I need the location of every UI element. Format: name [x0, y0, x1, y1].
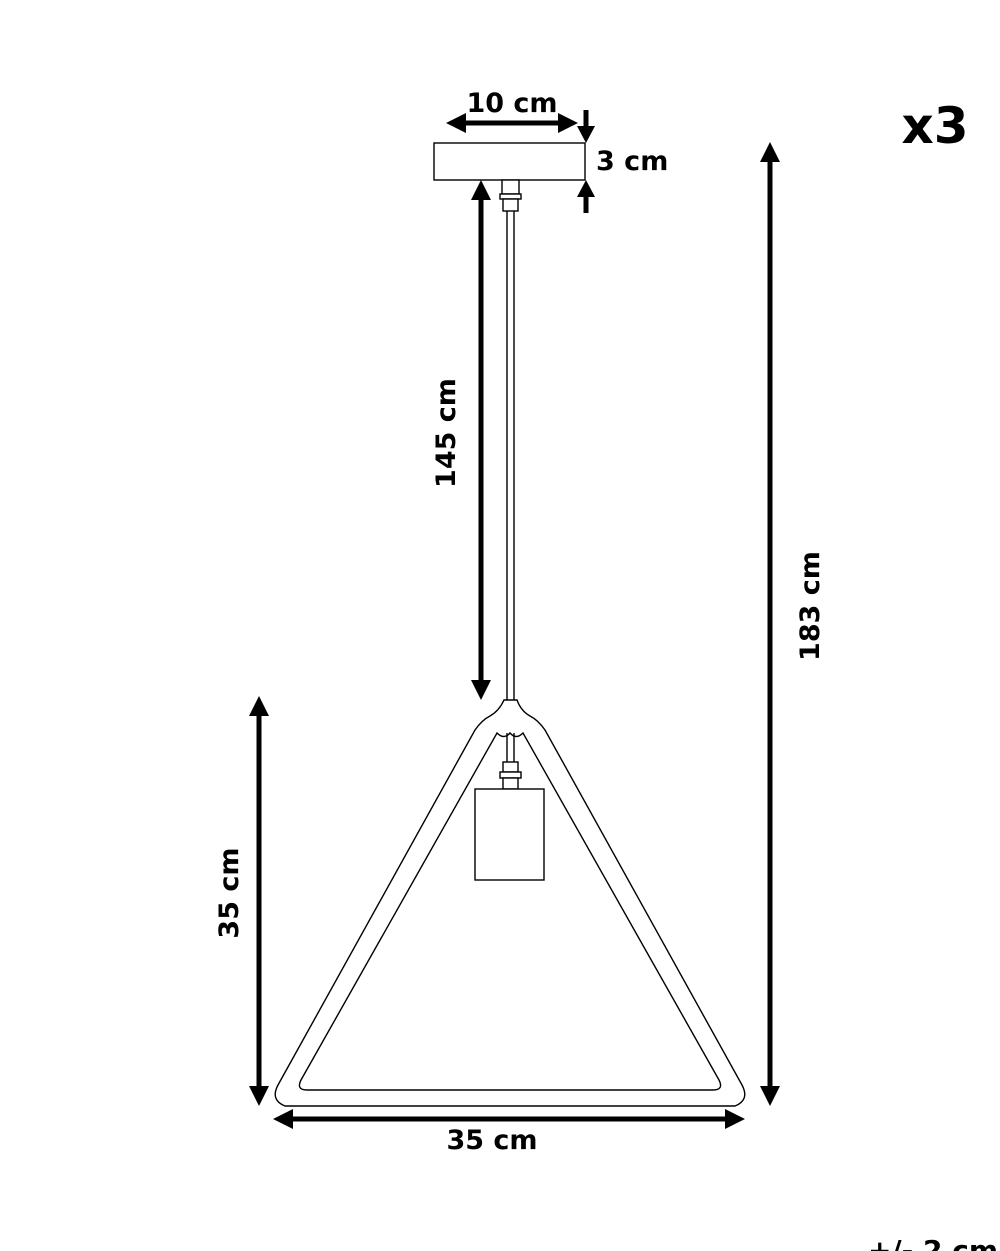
shade-height-label: 35 cm [214, 847, 245, 938]
suspension-rod [506, 211, 515, 700]
cable-length-dimension: 145 cm [431, 180, 491, 700]
total-height-dimension: 183 cm [760, 142, 826, 1106]
tolerance-note: +/- 2 cm [868, 1234, 998, 1251]
canopy-height-label: 3 cm [596, 146, 668, 177]
canopy-height-dimension: 3 cm [577, 110, 668, 213]
total-height-label: 183 cm [795, 551, 826, 661]
socket-cable [506, 733, 515, 762]
shade-width-label: 35 cm [446, 1125, 537, 1156]
canopy-width-dimension: 10 cm [446, 88, 578, 133]
socket-connector [499, 761, 522, 790]
canopy-connector [499, 179, 522, 212]
ceiling-canopy [433, 142, 586, 181]
triangle-frame-outer [274, 699, 746, 1107]
shade-height-dimension: 35 cm [214, 696, 269, 1106]
cable-length-label: 145 cm [431, 378, 462, 488]
lamp-drawing [274, 142, 746, 1107]
quantity-label: x3 [901, 97, 968, 155]
canopy-width-label: 10 cm [466, 88, 557, 119]
shade-width-dimension: 35 cm [273, 1109, 745, 1156]
lamp-socket [474, 788, 545, 881]
